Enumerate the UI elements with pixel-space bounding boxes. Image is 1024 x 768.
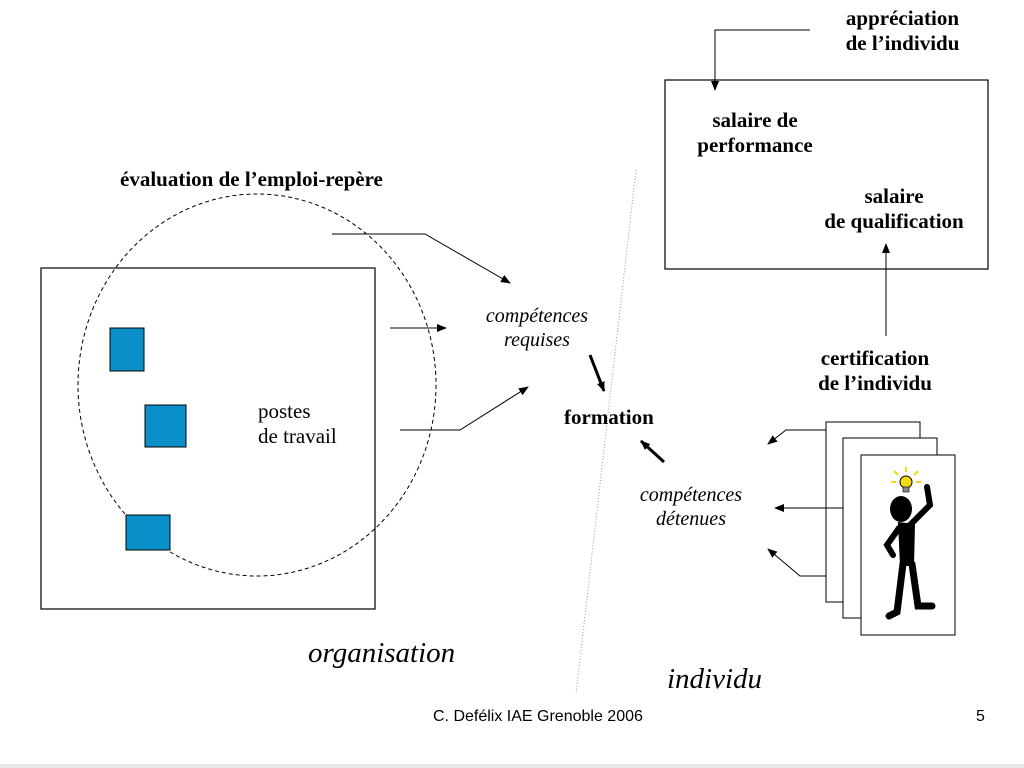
salaire-performance-label: salaire de performance	[676, 108, 834, 158]
poste-square-3	[125, 514, 171, 551]
poste-square-2	[144, 404, 187, 448]
postes-label: postes de travail	[258, 399, 337, 449]
appreciation-line-1: appréciation	[845, 6, 960, 30]
appreciation-label: appréciation de l’individu	[820, 6, 985, 56]
arrow-card-bottom	[767, 548, 826, 577]
certification-label: certification de l’individu	[790, 346, 960, 396]
salary-box	[664, 79, 989, 270]
postes-line-2: de travail	[258, 423, 337, 448]
competences-detenues-label: compétences détenues	[624, 484, 758, 531]
organisation-label: organisation	[308, 637, 456, 669]
competences-detenues-line-1: compétences	[639, 484, 743, 506]
arrow-appreciation-to-salaire	[711, 29, 810, 91]
bottom-bar	[0, 764, 1024, 768]
poste-square-1	[109, 327, 145, 372]
organisation-box	[40, 267, 376, 610]
certification-line-1: certification	[820, 346, 930, 370]
arrow-detenues-to-formation	[639, 439, 666, 464]
certification-line-2: de l’individu	[818, 370, 932, 395]
postes-line-1: postes	[258, 399, 311, 423]
arrow-postes-to-requises	[400, 386, 529, 431]
salaire-performance-line-2: performance	[697, 132, 813, 157]
salaire-performance-line-1: salaire de	[712, 108, 798, 132]
evaluation-label: évaluation de l’emploi-repère	[120, 167, 383, 191]
competences-requises-line-2: requises	[504, 328, 570, 351]
divider-line	[575, 169, 637, 695]
arrow-requises-to-formation	[588, 354, 606, 392]
salaire-qualification-line-2: de qualification	[824, 208, 964, 233]
arrow-evaluation-to-requises	[332, 233, 511, 284]
arrow-card-top	[767, 429, 826, 445]
formation-label: formation	[564, 405, 654, 429]
individu-label: individu	[667, 663, 763, 695]
evaluation-ellipse	[77, 193, 437, 577]
appreciation-line-2: de l’individu	[845, 30, 960, 55]
competences-requises-line-1: compétences	[485, 305, 589, 327]
person-idea-icon	[883, 467, 936, 620]
competences-requises-label: compétences requises	[471, 305, 603, 352]
footer-author: C. Defélix IAE Grenoble 2006	[433, 708, 643, 725]
salaire-qualification-line-1: salaire	[864, 184, 924, 208]
competences-detenues-line-2: détenues	[656, 507, 726, 530]
salaire-qualification-label: salaire de qualification	[800, 184, 988, 234]
page-number: 5	[976, 708, 985, 725]
